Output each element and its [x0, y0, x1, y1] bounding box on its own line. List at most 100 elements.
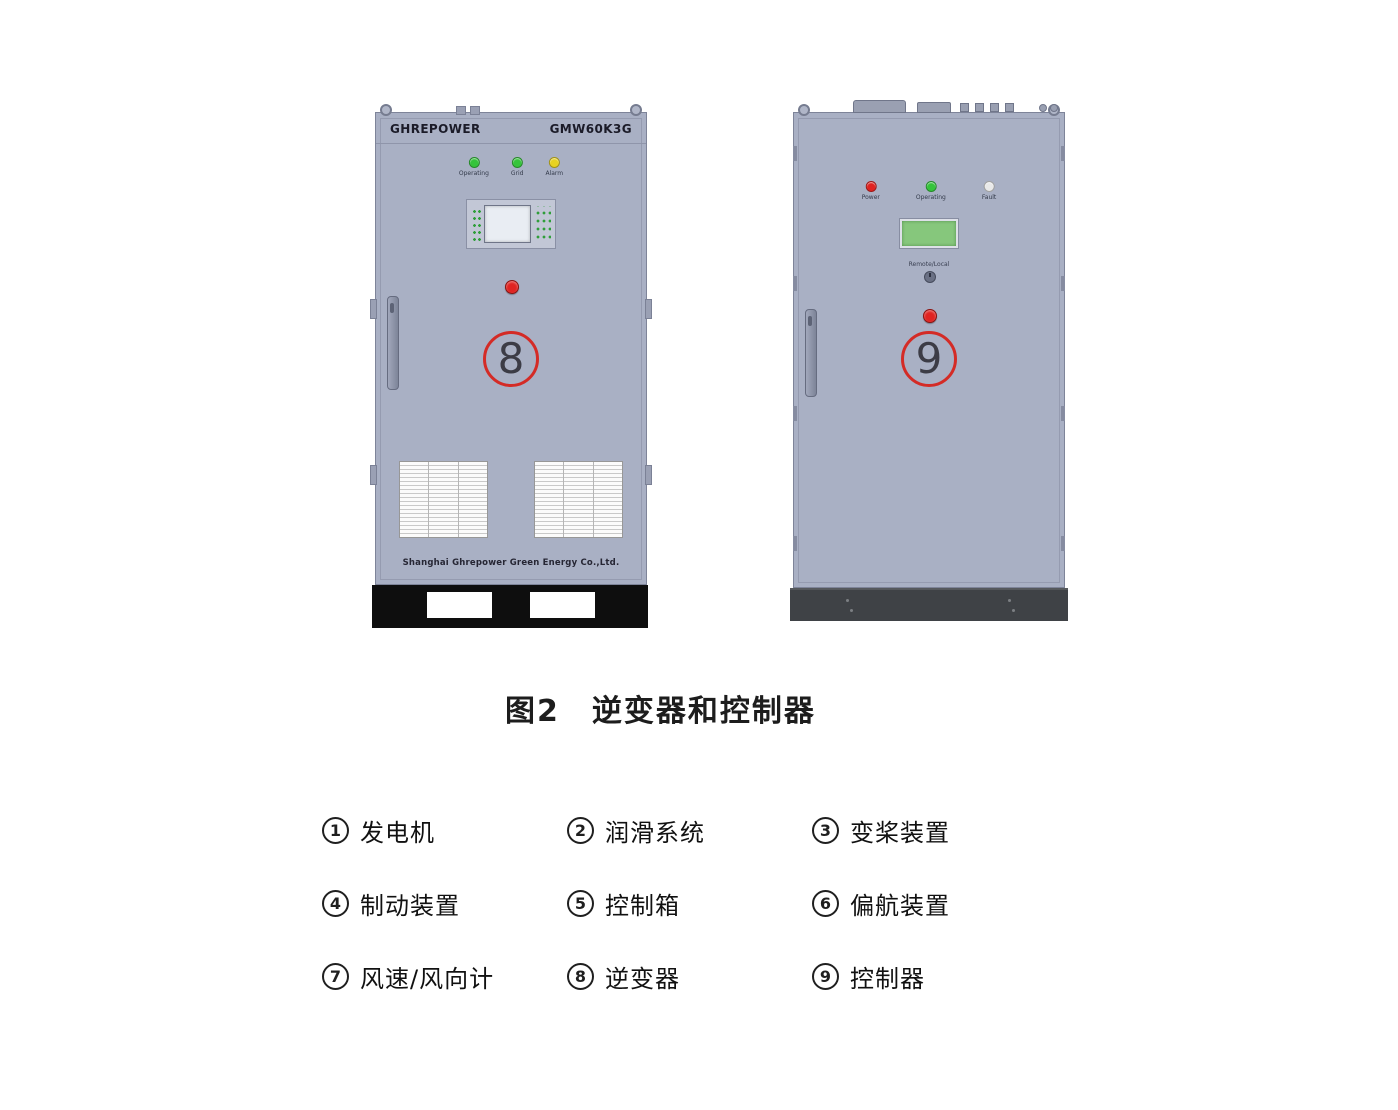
circled-number-icon: 2: [567, 816, 594, 844]
fork-slot: [427, 592, 492, 618]
selector-switch-icon: [924, 271, 936, 283]
lifting-eye-icon: [380, 104, 392, 116]
led-item: Power: [862, 181, 880, 201]
terminal-block-icon: [1005, 103, 1014, 112]
ventilation-grille: [534, 461, 623, 538]
legend-item-control-box: 5 控制箱: [567, 885, 812, 921]
legend-item-lubrication: 2 润滑系统: [567, 812, 812, 848]
inverter-cabinet: GHREPOWER GMW60K3G Operating Grid Alarm: [370, 104, 652, 585]
hinge-icon: [1061, 146, 1065, 161]
legend: 1 发电机 2 润滑系统 3 变桨装置 4 制动装置 5 控制箱 6 偏航装置 …: [322, 812, 1057, 994]
cabinet-base: [790, 588, 1068, 621]
fault-led-icon: [983, 181, 995, 192]
lifting-eye-icon: [630, 104, 642, 116]
led-item: Grid: [510, 157, 524, 177]
terminal-block-icon: [990, 103, 999, 112]
legend-number: 7: [329, 966, 342, 986]
legend-item-generator: 1 发电机: [322, 812, 567, 848]
mounting-bracket-icon: [645, 299, 652, 319]
brand-label: GHREPOWER: [390, 122, 481, 136]
hinge-icon: [1061, 406, 1065, 421]
status-led-row: Power Operating Fault: [862, 181, 996, 201]
hinge-icon: [793, 276, 797, 291]
hinge-icon: [1061, 536, 1065, 551]
led-label: Fault: [981, 194, 997, 201]
cable-connector-icon: [853, 100, 906, 113]
hinge-icon: [793, 536, 797, 551]
top-fitting-icon: [470, 106, 480, 115]
circled-number-icon: 6: [812, 889, 839, 917]
keypad-buttons: [534, 206, 551, 242]
legend-number: 5: [574, 893, 587, 913]
top-fitting-icon: [456, 106, 466, 115]
legend-label: 制动装置: [360, 891, 460, 920]
gland-icon: [1050, 104, 1058, 112]
ventilation-grille: [399, 461, 488, 538]
legend-label: 控制器: [850, 964, 925, 993]
legend-label: 逆变器: [605, 964, 680, 993]
legend-label: 控制箱: [605, 891, 680, 920]
header-seam: [376, 143, 646, 144]
callout-number: 8: [497, 334, 525, 383]
legend-number: 8: [574, 966, 587, 986]
legend-item-yaw: 6 偏航装置: [812, 885, 1057, 921]
legend-label: 变桨装置: [850, 818, 950, 847]
bolt-icon: [1008, 599, 1011, 602]
bolt-icon: [1012, 609, 1015, 612]
legend-label: 风速/风向计: [360, 964, 495, 993]
callout-number: 9: [915, 334, 943, 383]
door-handle: [387, 296, 399, 390]
callout-8: 8: [483, 331, 539, 387]
hinge-icon: [793, 406, 797, 421]
legend-label: 发电机: [360, 818, 435, 847]
legend-item-inverter: 8 逆变器: [567, 958, 812, 994]
led-item: Fault: [982, 181, 996, 201]
control-panel: [466, 199, 556, 249]
indicator-dots: [471, 206, 481, 242]
status-led-row: Operating Grid Alarm: [459, 157, 563, 177]
led-label: Grid: [510, 170, 524, 177]
red-button-icon: [505, 280, 519, 294]
terminal-block-icon: [975, 103, 984, 112]
circled-number-icon: 4: [322, 889, 349, 917]
legend-item-controller: 9 控制器: [812, 958, 1057, 994]
mounting-bracket-icon: [370, 299, 377, 319]
led-item: Operating: [916, 181, 946, 201]
legend-number: 9: [819, 966, 832, 986]
mounting-bracket-icon: [645, 465, 652, 485]
legend-item-anemometer: 7 风速/风向计: [322, 958, 567, 994]
hinge-icon: [793, 146, 797, 161]
circled-number-icon: 8: [567, 962, 594, 990]
bolt-icon: [846, 599, 849, 602]
operating-led-icon: [925, 181, 937, 192]
legend-item-brake: 4 制动装置: [322, 885, 567, 921]
legend-label: 润滑系统: [605, 818, 705, 847]
controller-cabinet: Power Operating Fault Remote/Local 9: [793, 100, 1065, 588]
alarm-led-icon: [548, 157, 560, 168]
lifting-eye-icon: [798, 104, 810, 116]
led-label: Alarm: [545, 170, 564, 177]
terminal-block-icon: [960, 103, 969, 112]
legend-label: 偏航装置: [850, 891, 950, 920]
figure-caption: 图2 逆变器和控制器: [505, 694, 816, 729]
legend-number: 6: [819, 893, 832, 913]
led-label: Power: [861, 194, 880, 201]
switch-label: Remote/Local: [908, 261, 950, 268]
legend-number: 1: [329, 820, 342, 840]
led-item: Operating: [459, 157, 489, 177]
lcd-display: [899, 218, 959, 249]
legend-number: 4: [329, 893, 342, 913]
display-screen: [484, 205, 531, 243]
legend-number: 3: [819, 820, 832, 840]
company-label: Shanghai Ghrepower Green Energy Co.,Ltd.: [402, 558, 620, 568]
grid-led-icon: [511, 157, 523, 168]
door-handle: [805, 309, 817, 397]
red-button-icon: [923, 309, 937, 323]
circled-number-icon: 9: [812, 962, 839, 990]
circled-number-icon: 7: [322, 962, 349, 990]
legend-item-pitch: 3 变桨装置: [812, 812, 1057, 848]
callout-9: 9: [901, 331, 957, 387]
cabinet-header: GHREPOWER GMW60K3G: [390, 122, 632, 136]
power-led-icon: [865, 181, 877, 192]
